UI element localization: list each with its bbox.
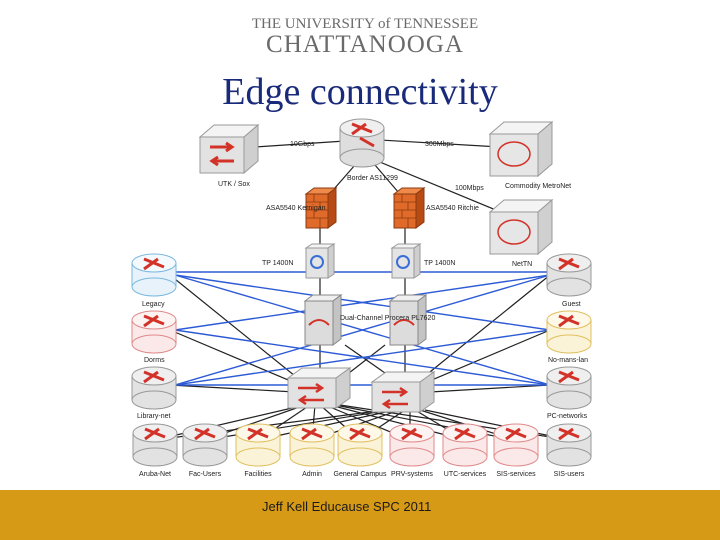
utk-switch xyxy=(198,123,260,175)
guest-label: Guest xyxy=(562,301,581,308)
metronet-speed: 100Mbps xyxy=(455,185,484,192)
procera-right xyxy=(388,294,428,346)
router-sis-services xyxy=(493,423,539,467)
router-guest xyxy=(546,253,592,297)
router-legacy xyxy=(131,253,177,297)
tp-right-label: TP 1400N xyxy=(424,260,455,267)
library-label: Library-net xyxy=(137,413,171,420)
router-pc-networks xyxy=(546,366,592,410)
border-label: Border AS11299 xyxy=(347,175,398,182)
bottom-label: UTC-services xyxy=(444,471,487,478)
router-utc-services xyxy=(442,423,488,467)
router-nomans xyxy=(546,310,592,354)
tp-left xyxy=(304,243,336,279)
core-switch-right xyxy=(370,371,436,413)
blue-links xyxy=(174,271,551,386)
logo-line2: CHATTANOOGA xyxy=(266,31,464,58)
footer-bar: Jeff Kell Educause SPC 2011 xyxy=(0,490,720,540)
router-prv-systems xyxy=(389,423,435,467)
commodity-speed: 300Mbps xyxy=(425,141,454,148)
router-sis-users xyxy=(546,423,592,467)
utk-speed: 10Gbps xyxy=(290,141,315,148)
network-diagram: UTK / Sox 10Gbps Border AS11299 300Mbps … xyxy=(131,118,592,478)
pc-networks-label: PC-networks xyxy=(547,413,588,420)
core-switch-left xyxy=(286,367,352,409)
router-dorms xyxy=(131,310,177,354)
footer-text: Jeff Kell Educause SPC 2011 xyxy=(262,499,432,514)
router-admin xyxy=(289,423,335,467)
procera-left xyxy=(303,294,343,346)
border-router xyxy=(339,118,385,168)
bottom-label: PRV-systems xyxy=(391,471,433,478)
utk-label: UTK / Sox xyxy=(218,181,250,188)
bottom-label: Facilities xyxy=(244,471,272,478)
bottom-label: General Campus xyxy=(334,471,387,478)
nettn-label: NetTN xyxy=(512,261,532,268)
university-logo: THE UNIVERSITY of TENNESSEE CHATTANOOGA xyxy=(240,12,490,58)
bottom-labels: Aruba-Net Fac-Users Facilities Admin Gen… xyxy=(139,471,585,478)
core-label: Dual-Channel Procera PL7620 xyxy=(340,315,435,322)
dorms-label: Dorms xyxy=(144,357,165,364)
router-library xyxy=(131,366,177,410)
page-title: Edge connectivity xyxy=(222,71,498,113)
bottom-label: Aruba-Net xyxy=(139,471,171,478)
nettn-box xyxy=(488,198,554,256)
nomans-label: No-mans-lan xyxy=(548,357,588,364)
commodity-box xyxy=(488,120,554,178)
bottom-label: SIS-users xyxy=(554,471,585,478)
bottom-label: Admin xyxy=(302,471,322,478)
asa-left-label: ASA5540 Kernigan xyxy=(266,205,326,212)
asa-right-label: ASA5540 Ritchie xyxy=(426,205,479,212)
firewall-right xyxy=(392,187,426,229)
logo-line1: THE UNIVERSITY of TENNESSEE xyxy=(252,16,478,32)
bottom-routers xyxy=(132,423,592,467)
router-aruba xyxy=(132,423,178,467)
commodity-label: Commodity MetroNet xyxy=(505,183,571,190)
bottom-label: Fac-Users xyxy=(189,471,222,478)
router-general-campus xyxy=(337,423,383,467)
router-fac-users xyxy=(182,423,228,467)
tp-left-label: TP 1400N xyxy=(262,260,293,267)
firewall-left xyxy=(304,187,338,229)
router-facilities xyxy=(235,423,281,467)
bottom-label: SIS-services xyxy=(496,471,536,478)
tp-right xyxy=(390,243,422,279)
legacy-label: Legacy xyxy=(142,301,165,308)
